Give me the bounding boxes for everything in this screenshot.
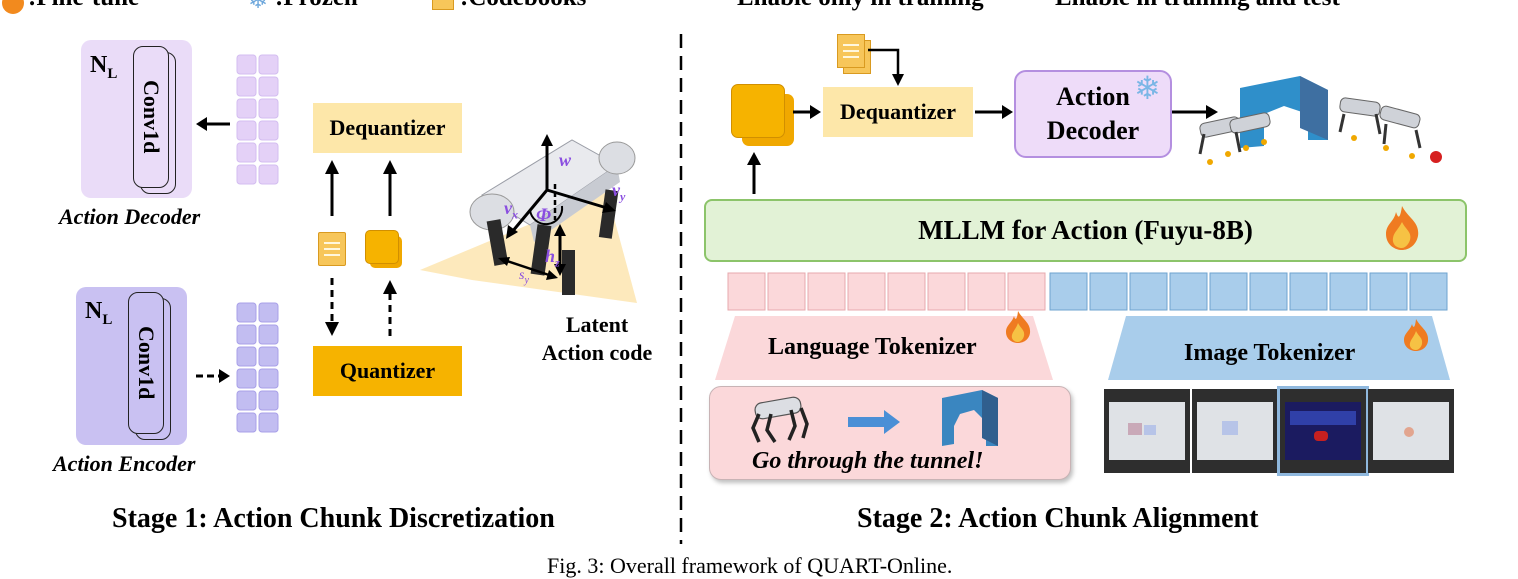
- stage1-solid-arrows: [325, 160, 397, 216]
- action-encoder-caption: Action Encoder: [53, 451, 196, 476]
- legend-enable-training: Enable only in training: [737, 0, 984, 12]
- encoder-arrow: [196, 369, 230, 383]
- stage1-quantizer-box: Quantizer: [313, 346, 462, 396]
- stage2-title: Stage 2: Action Chunk Alignment: [857, 503, 1259, 534]
- language-tokenizer-label: Language Tokenizer: [768, 334, 977, 360]
- legend-frozen: :Frozen: [275, 0, 358, 12]
- stage2-codebook-arrow: [868, 48, 904, 86]
- robot-tunnel-output: [1198, 76, 1442, 165]
- legend-snowflake-icon: ❄: [248, 0, 269, 14]
- decoder-nl-label: NL: [90, 52, 118, 82]
- stage2-latent-code-icon: [731, 84, 785, 138]
- robot-label-vy: vy: [612, 180, 626, 204]
- instruction-tunnel-icon: [942, 390, 998, 446]
- stage2-dequant-to-decoder-arrow: [975, 105, 1013, 119]
- latent-action-code-label: Latent Action code: [541, 312, 653, 365]
- decoder-token-grid: [236, 54, 279, 185]
- stage2-decoder-to-output-arrow: [1172, 105, 1218, 119]
- film-frame: [1192, 389, 1278, 473]
- legend-enable-both: Enable in training and test: [1055, 0, 1340, 12]
- robot-illustration: [420, 134, 637, 303]
- instruction-arrow-icon: [848, 410, 900, 434]
- robot-label-vx: vx: [504, 198, 518, 222]
- film-frame: [1368, 389, 1454, 473]
- stage1-latent-code-icon-front: [365, 230, 399, 264]
- stage2-mllm-to-latent-arrow: [747, 152, 761, 194]
- stage-divider: [679, 34, 683, 544]
- stage2-latent-to-dequant-arrow: [793, 105, 821, 119]
- film-frame: [1104, 389, 1190, 473]
- mllm-box: MLLM for Action (Fuyu-8B): [704, 199, 1467, 262]
- legend-codebooks: :Codebooks: [460, 0, 586, 12]
- stage2-dequantizer-box: Dequantizer: [823, 87, 973, 137]
- legend-fine-tune: :Fine-tune: [28, 0, 139, 12]
- encoder-conv-block: Conv1d: [128, 292, 164, 434]
- film-strip: [1104, 386, 1454, 476]
- image-tokenizer-fire-icon: [1404, 319, 1429, 351]
- language-tokenizer-fire-icon: [1006, 311, 1031, 343]
- encoder-nl-label: NL: [85, 298, 113, 328]
- film-frame-selected: [1277, 386, 1369, 476]
- decoder-conv-block: Conv1d: [133, 46, 169, 188]
- snowflake-icon: ❄: [1134, 70, 1161, 106]
- image-tokenizer-label: Image Tokenizer: [1184, 340, 1356, 366]
- language-token-row: [727, 272, 1046, 311]
- mllm-fire-icon: [1386, 206, 1419, 250]
- decoder-arrow: [196, 117, 230, 131]
- instruction-robot-icon: [751, 396, 809, 443]
- stage1-title: Stage 1: Action Chunk Discretization: [112, 503, 555, 534]
- image-token-row: [1049, 272, 1448, 311]
- language-tokenizer-shape: [715, 316, 1053, 380]
- encoder-token-grid: [236, 302, 279, 433]
- robot-label-h: hz: [545, 246, 560, 270]
- image-tokenizer-shape: [1108, 316, 1450, 380]
- legend-codebook-icon: [432, 0, 454, 10]
- action-decoder-frozen-box: Action Decoder: [1014, 70, 1172, 158]
- robot-label-phi: Φ: [536, 205, 551, 226]
- figure-caption: Fig. 3: Overall framework of QUART-Onlin…: [547, 553, 953, 578]
- stage1-dequantizer-box: Dequantizer: [313, 103, 462, 153]
- robot-label-w: w: [559, 150, 572, 170]
- stage1-dashed-arrows: [325, 278, 397, 336]
- stage1-codebook-icon: [318, 232, 346, 266]
- stage2-codebook-icon: [837, 34, 865, 68]
- robot-label-s: sy: [519, 268, 529, 286]
- action-decoder-caption: Action Decoder: [59, 204, 201, 229]
- instruction-text: Go through the tunnel!: [752, 448, 984, 474]
- mllm-label: MLLM for Action (Fuyu-8B): [918, 215, 1253, 245]
- legend-fire-icon: [2, 0, 24, 14]
